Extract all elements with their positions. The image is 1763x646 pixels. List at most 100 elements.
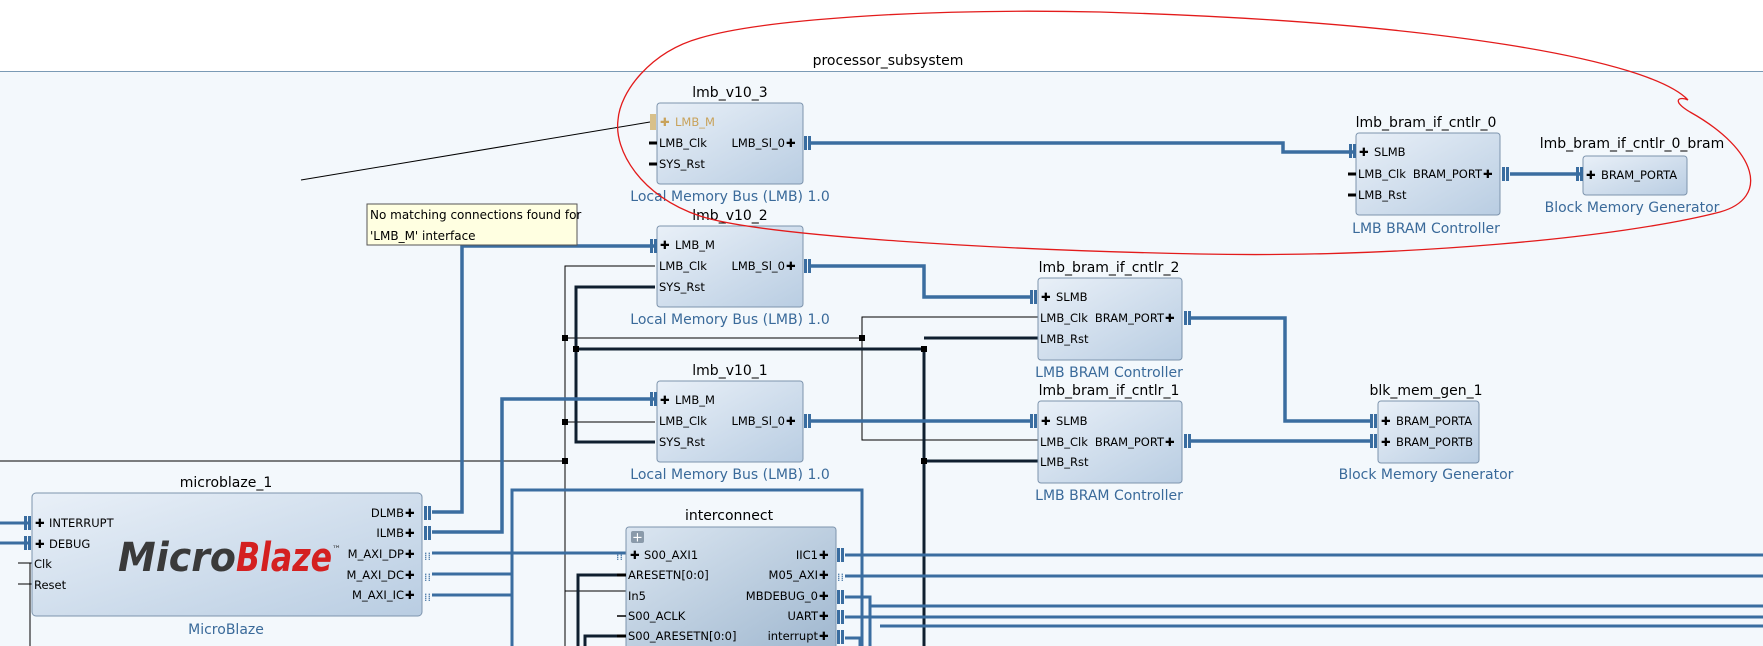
red-annotation-circle [616, 10, 1752, 256]
plus-icon: ✚ [1381, 435, 1391, 449]
pin-interrupt[interactable]: interrupt [768, 629, 819, 643]
block-type: Local Memory Bus (LMB) 1.0 [630, 467, 829, 483]
pin-bram-porta[interactable]: BRAM_PORTA [1601, 168, 1677, 182]
tooltip-no-matching-connections: No matching connections found for 'LMB_M… [366, 203, 581, 246]
pin-slmb[interactable]: SLMB [1374, 145, 1406, 159]
block-title: microblaze_1 [180, 475, 272, 491]
clock-reset-wires [0, 121, 1038, 646]
block-type: LMB BRAM Controller [1352, 221, 1500, 237]
pin-slmb[interactable]: SLMB [1056, 414, 1088, 428]
block-type: Block Memory Generator [1545, 200, 1720, 216]
pin-m-axi-dp[interactable]: M_AXI_DP [348, 547, 404, 561]
svg-text:Micro: Micro [118, 535, 236, 581]
pin-reset[interactable]: Reset [34, 578, 67, 592]
block-lmb_v10_1[interactable]: lmb_v10_1 ✚ LMB_M LMB_Clk SYS_Rst LMB_Sl… [630, 363, 829, 483]
pin-lmb-clk[interactable]: LMB_Clk [1040, 435, 1088, 449]
block-type: Local Memory Bus (LMB) 1.0 [630, 312, 829, 328]
pin-sys-rst[interactable]: SYS_Rst [659, 157, 705, 171]
block-lmb_bram_if_cntlr_0_bram[interactable]: lmb_bram_if_cntlr_0_bram ✚ BRAM_PORTA Bl… [1540, 136, 1725, 216]
block-title: lmb_bram_if_cntlr_0_bram [1540, 136, 1725, 152]
pin-lmb-m[interactable]: LMB_M [675, 238, 715, 252]
block-title: lmb_v10_3 [692, 85, 767, 101]
pin-lmb-m[interactable]: LMB_M [675, 393, 715, 407]
pin-dlmb[interactable]: DLMB [371, 506, 404, 520]
block-lmb_bram_if_cntlr_0[interactable]: lmb_bram_if_cntlr_0 ✚ SLMB LMB_Clk LMB_R… [1348, 115, 1509, 237]
block-type: MicroBlaze [188, 622, 264, 638]
pin-s00-axi1[interactable]: S00_AXI1 [644, 548, 698, 562]
pin-bram-port[interactable]: BRAM_PORT [1413, 167, 1483, 181]
block-type: LMB BRAM Controller [1035, 488, 1183, 504]
dotted-port-icon: ⁞⁞ [424, 571, 431, 584]
block-blk_mem_gen_1[interactable]: blk_mem_gen_1 ✚ BRAM_PORTA ✚ BRAM_PORTB … [1339, 383, 1514, 483]
pin-bram-porta[interactable]: BRAM_PORTA [1396, 414, 1472, 428]
plus-icon: ✚ [819, 629, 829, 643]
plus-icon: ✚ [1483, 167, 1493, 181]
block-type: Local Memory Bus (LMB) 1.0 [630, 189, 829, 205]
pin-clk[interactable]: Clk [34, 557, 52, 571]
plus-icon: ✚ [1586, 168, 1596, 182]
pin-m-axi-dc[interactable]: M_AXI_DC [347, 568, 404, 582]
block-lmb_v10_3[interactable]: lmb_v10_3 LMB_M ✚ LMB_Clk SYS_Rst LMB_Sl… [630, 85, 829, 205]
pin-lmb-rst[interactable]: LMB_Rst [1040, 455, 1089, 469]
pin-sys-rst[interactable]: SYS_Rst [659, 280, 705, 294]
microblaze-logo: Micro Blaze ™ [118, 535, 341, 581]
pin-uart[interactable]: UART [788, 609, 819, 623]
pin-lmb-clk[interactable]: LMB_Clk [1040, 311, 1088, 325]
block-lmb_v10_2[interactable]: lmb_v10_2 ✚ LMB_M LMB_Clk SYS_Rst LMB_Sl… [630, 208, 829, 328]
block-type: Block Memory Generator [1339, 467, 1514, 483]
pin-m05-axi[interactable]: M05_AXI [769, 568, 818, 582]
expand-button[interactable] [631, 531, 644, 543]
pin-s00-aclk[interactable]: S00_ACLK [628, 609, 686, 623]
plus-icon: ✚ [405, 547, 415, 561]
block-lmb_bram_if_cntlr_1[interactable]: lmb_bram_if_cntlr_1 ✚ SLMB LMB_Clk LMB_R… [1030, 383, 1191, 504]
plus-icon: ✚ [405, 526, 415, 540]
plus-icon: ✚ [35, 516, 45, 530]
pin-lmb-sl-0[interactable]: LMB_Sl_0 [731, 136, 785, 150]
pin-lmb-clk[interactable]: LMB_Clk [1358, 167, 1406, 181]
block-lmb_bram_if_cntlr_2[interactable]: lmb_bram_if_cntlr_2 ✚ SLMB LMB_Clk LMB_R… [1030, 260, 1191, 381]
pin-lmb-rst[interactable]: LMB_Rst [1040, 332, 1089, 346]
pin-mbdebug-0[interactable]: MBDEBUG_0 [746, 589, 818, 603]
dotted-port-icon: ⁞⁞ [424, 550, 431, 563]
plus-icon: ✚ [405, 588, 415, 602]
pin-lmb-m[interactable]: LMB_M [675, 115, 715, 129]
pin-bram-portb[interactable]: BRAM_PORTB [1396, 435, 1473, 449]
block-title: lmb_v10_1 [692, 363, 767, 379]
pin-bram-port[interactable]: BRAM_PORT [1095, 311, 1165, 325]
dotted-port-icon: ⁞⁞ [424, 591, 431, 604]
pin-bram-port[interactable]: BRAM_PORT [1095, 435, 1165, 449]
tooltip-line-1: No matching connections found for [370, 208, 581, 222]
plus-icon: ✚ [405, 568, 415, 582]
block-title: blk_mem_gen_1 [1369, 383, 1482, 399]
pin-lmb-clk[interactable]: LMB_Clk [659, 259, 707, 273]
plus-icon: ✚ [1165, 311, 1175, 325]
pin-lmb-sl-0[interactable]: LMB_Sl_0 [731, 414, 785, 428]
tooltip-line-2: 'LMB_M' interface [370, 229, 476, 243]
pin-debug[interactable]: DEBUG [49, 537, 90, 551]
pin-iic1[interactable]: IIC1 [796, 548, 818, 562]
pin-aresetn[interactable]: ARESETN[0:0] [628, 568, 709, 582]
plus-icon: ✚ [786, 136, 796, 150]
pin-lmb-sl-0[interactable]: LMB_Sl_0 [731, 259, 785, 273]
pin-lmb-clk[interactable]: LMB_Clk [659, 414, 707, 428]
pin-sys-rst[interactable]: SYS_Rst [659, 435, 705, 449]
plus-icon: ✚ [819, 548, 829, 562]
pin-lmb-clk[interactable]: LMB_Clk [659, 136, 707, 150]
block-title: lmb_bram_if_cntlr_0 [1356, 115, 1497, 131]
block-title: lmb_bram_if_cntlr_2 [1039, 260, 1180, 276]
pin-lmb-rst[interactable]: LMB_Rst [1358, 188, 1407, 202]
block-interconnect[interactable]: interconnect + ⁞⁞ ✚ S00_AXI1 ARESETN[0:0… [616, 508, 844, 646]
dotted-port-icon: ⁞⁞ [616, 550, 623, 563]
pin-s00-aresetn[interactable]: S00_ARESETN[0:0] [628, 629, 736, 643]
pin-slmb[interactable]: SLMB [1056, 290, 1088, 304]
block-microblaze_1[interactable]: microblaze_1 ✚ INTERRUPT ✚ DEBUG Clk Res… [24, 475, 431, 638]
pin-interrupt[interactable]: INTERRUPT [49, 516, 115, 530]
pin-ilmb[interactable]: ILMB [376, 526, 404, 540]
plus-icon: ✚ [1041, 414, 1051, 428]
plus-icon: ✚ [630, 548, 640, 562]
pin-in5[interactable]: In5 [628, 589, 646, 603]
svg-text:Blaze: Blaze [236, 535, 332, 581]
plus-icon: ✚ [819, 568, 829, 582]
pin-m-axi-ic[interactable]: M_AXI_IC [352, 588, 404, 602]
